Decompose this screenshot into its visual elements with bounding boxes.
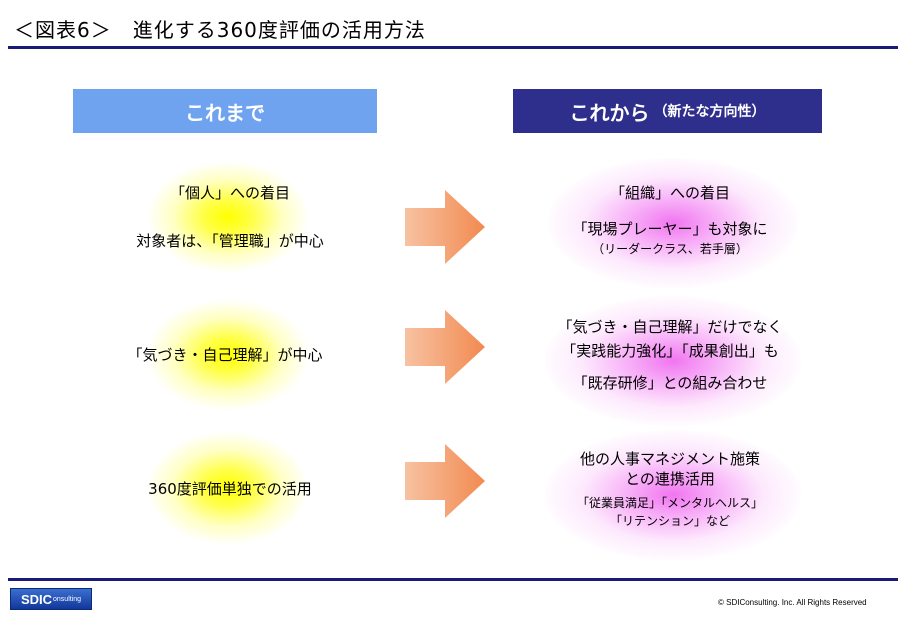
header-current-label: これまで [185,100,265,125]
future-item-1a: 「組織」への着目 [609,184,730,202]
header-future: これから（新たな方向性） [513,89,822,133]
future-item-1c: （リーダークラス、若手層） [592,242,748,256]
highlight-glow-future-3 [545,430,801,560]
current-item-2: 「気づき・自己理解」が中心 [127,346,323,364]
highlight-glow-current-2 [148,300,308,410]
current-item-3: 360度評価単独での活用 [148,480,312,498]
page-title: ＜図表6＞ 進化する360度評価の活用方法 [14,18,426,42]
future-item-3d: 「リテンション」など [609,514,730,528]
future-item-2b: 「実践能力強化」「成果創出」も [561,342,779,360]
right-arrow-icon-1 [405,190,485,264]
highlight-glow-future-2 [545,296,801,426]
right-arrow-icon-3 [405,444,485,518]
future-item-3c: 「従業員満足」「メンタルヘルス」 [576,496,763,510]
future-item-2a: 「気づき・自己理解」だけでなく [557,318,783,336]
future-item-3b: との連携活用 [625,470,715,488]
current-item-1b: 対象者は、「管理職」が中心 [136,232,324,250]
bottom-divider [8,578,898,581]
future-item-1b: 「現場プレーヤー」も対象に [572,220,768,238]
logo-sub-text: onsulting [53,595,82,603]
header-future-label: これから [569,100,650,125]
logo-main-text: SDIC [20,591,53,607]
future-item-2c: 「既存研修」との組み合わせ [572,374,768,392]
header-future-sublabel: （新たな方向性） [653,104,766,120]
highlight-glow-current-1 [148,162,308,272]
future-item-3a: 他の人事マネジメント施策 [579,450,760,468]
copyright-notice: © SDIConsulting. Inc. All Rights Reserve… [718,598,867,607]
right-arrow-icon-2 [405,310,485,384]
top-divider [8,46,898,49]
current-item-1a: 「個人」への着目 [169,184,290,202]
header-current: これまで [73,89,377,133]
highlight-glow-current-3 [148,432,308,544]
highlight-glow-future-1 [548,158,798,288]
